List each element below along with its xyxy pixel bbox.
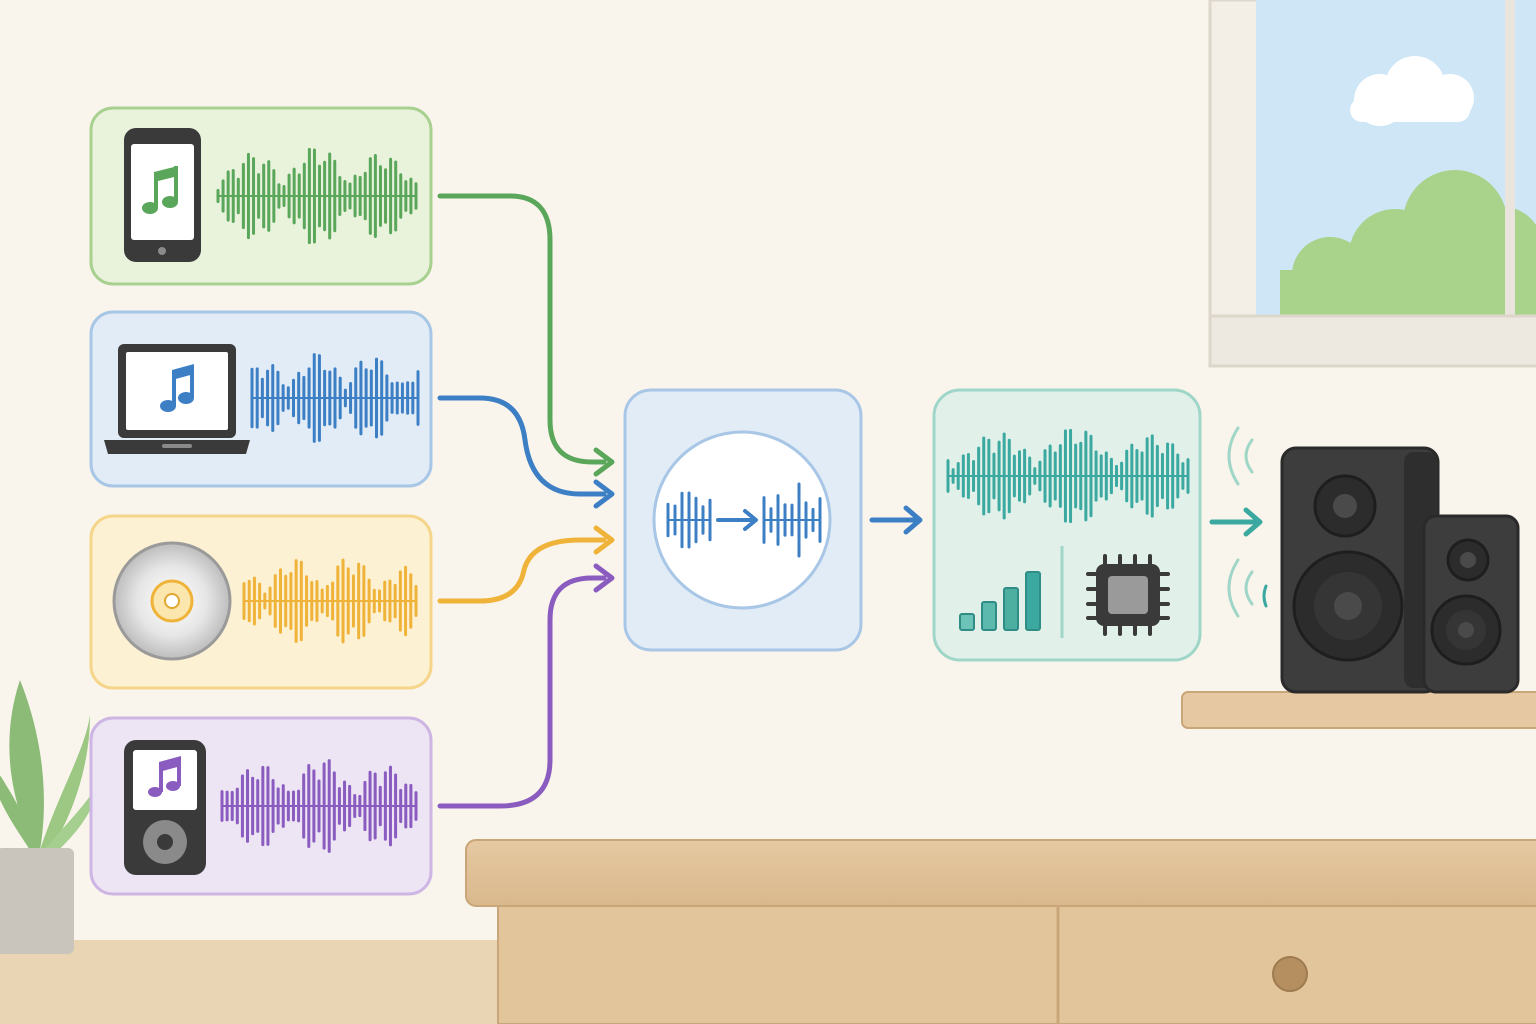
level-bars-icon [959, 571, 1041, 631]
laptop-icon [104, 344, 250, 454]
processor-box [932, 388, 1202, 662]
window [1208, 0, 1536, 368]
connector-green [437, 193, 607, 465]
smartphone-icon [124, 128, 201, 262]
source-box-cd [89, 514, 433, 690]
chip-icon [1086, 554, 1170, 636]
arrowhead-purple [593, 563, 615, 593]
source-box-laptop [89, 310, 433, 488]
speaker-small-icon [1422, 514, 1520, 694]
disc-icon [112, 541, 232, 661]
sound-wave-arcs [1227, 426, 1268, 618]
arrowhead-blue [593, 479, 615, 509]
waveform-green [216, 147, 418, 245]
music-note-icon [160, 364, 194, 412]
arrow-to-speakers [1209, 507, 1263, 537]
connector-purple [437, 575, 607, 809]
plant [0, 680, 100, 954]
waveform-output-small [762, 482, 822, 558]
waveform-purple [220, 759, 418, 853]
connector-yellow [437, 537, 607, 604]
waveform-input-small [666, 491, 712, 549]
connector-lines [437, 193, 615, 809]
plant-pot [0, 848, 74, 954]
tree-foliage [1280, 170, 1536, 316]
drawer-knob [1272, 956, 1308, 992]
source-box-music-player [89, 716, 433, 896]
music-note-icon [142, 166, 178, 214]
converter-box [623, 388, 863, 652]
wall-shelf [1181, 691, 1536, 729]
dresser [465, 839, 1536, 1024]
waveform-processed [946, 428, 1190, 524]
arrowhead-yellow [593, 525, 615, 555]
cloud-icon [1350, 56, 1474, 126]
connector-blue [437, 395, 607, 497]
source-box-phone [89, 106, 433, 286]
waveform-yellow [242, 558, 418, 644]
arrowhead-green [593, 447, 615, 477]
arrow-to-processor [869, 505, 923, 535]
music-note-icon [148, 756, 181, 797]
speaker-icon [1280, 446, 1440, 694]
waveform-convert-icon [666, 482, 822, 558]
waveform-blue [250, 353, 420, 443]
music-player-icon [124, 740, 206, 875]
